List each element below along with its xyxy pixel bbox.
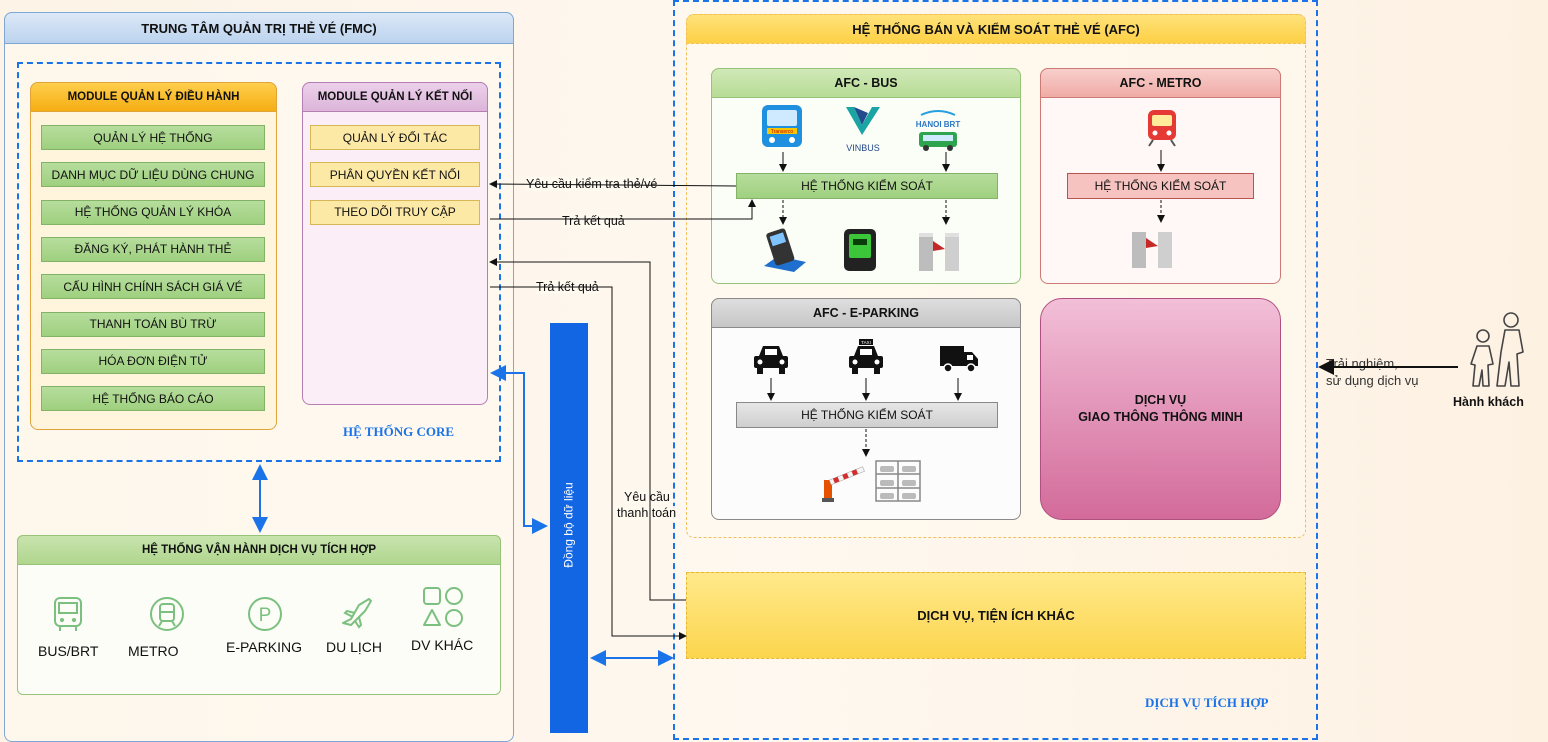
operations-item: HỆ THỐNG BÁO CÁO bbox=[41, 386, 265, 412]
data-sync-text: Đồng bộ dữ liệu bbox=[562, 482, 576, 568]
check-request-label: Yêu cầu kiểm tra thẻ/vé bbox=[526, 177, 658, 191]
afc-metro-title: AFC - METRO bbox=[1040, 68, 1281, 98]
passenger-action-line2: sử dụng dịch vụ bbox=[1326, 373, 1419, 388]
afc-parking-control-system: HỆ THỐNG KIỂM SOÁT bbox=[736, 402, 998, 428]
data-sync-label: Đồng bộ dữ liệu bbox=[550, 470, 588, 580]
transerco-bus-logo: Transerco bbox=[762, 105, 802, 147]
operations-item: THANH TOÁN BÙ TRỪ bbox=[41, 311, 265, 337]
smart-transport-line2: GIAO THÔNG THÔNG MINH bbox=[1078, 410, 1243, 424]
hanoi-brt-logo: HANOI BRT bbox=[916, 110, 961, 151]
svg-text:P: P bbox=[259, 605, 272, 626]
operations-item: ĐĂNG KÝ, PHÁT HÀNH THẺ bbox=[41, 236, 265, 262]
service-label-bus: BUS/BRT bbox=[38, 643, 99, 659]
shapes-outline-icon bbox=[423, 587, 463, 627]
result-arrow-2 bbox=[489, 258, 686, 601]
connection-item: THEO DÕI TRUY CẬP bbox=[310, 199, 480, 225]
parking-barrier-icon bbox=[822, 466, 865, 502]
svg-text:HANOI BRT: HANOI BRT bbox=[916, 120, 961, 129]
operations-item: DANH MỤC DỮ LIỆU DÙNG CHUNG bbox=[41, 162, 265, 188]
result-label-1: Trả kết quả bbox=[562, 214, 625, 228]
taxi-icon: TAXI bbox=[849, 339, 883, 374]
parking-outline-icon: P bbox=[248, 597, 282, 631]
integrated-ops-title: HỆ THỐNG VẬN HÀNH DỊCH VỤ TÍCH HỢP bbox=[17, 535, 501, 565]
connection-module-title: MODULE QUẢN LÝ KẾT NỐI bbox=[302, 82, 488, 112]
passenger-action-line1: Trải nghiệm, bbox=[1326, 356, 1398, 371]
service-label-metro: METRO bbox=[128, 643, 179, 659]
afc-bus-title: AFC - BUS bbox=[711, 68, 1021, 98]
payment-request-label-2: thanh toán bbox=[617, 506, 677, 520]
passenger-icon bbox=[1470, 312, 1524, 387]
truck-icon bbox=[940, 346, 978, 373]
afc-parking-title: AFC - E-PARKING bbox=[711, 298, 1021, 328]
smart-transport-panel: DỊCH VỤ GIAO THÔNG THÔNG MINH bbox=[1040, 298, 1281, 520]
plane-outline-icon bbox=[342, 598, 372, 629]
bus-outline-icon bbox=[54, 597, 82, 631]
service-label-travel: DU LỊCH bbox=[326, 639, 383, 655]
passenger-label: Hành khách bbox=[1453, 395, 1524, 409]
payment-request-label-1: Yêu cầu bbox=[624, 490, 670, 504]
operations-item: HỆ THỐNG QUẢN LÝ KHÓA bbox=[41, 199, 265, 225]
afc-title: HỆ THỐNG BÁN VÀ KIỂM SOÁT THẺ VÉ (AFC) bbox=[686, 14, 1306, 44]
fmc-title: TRUNG TÂM QUẢN TRỊ THẺ VÉ (FMC) bbox=[4, 12, 514, 44]
vinbus-logo: VINBUS bbox=[846, 107, 880, 153]
service-label-parking: E-PARKING bbox=[226, 639, 302, 655]
svg-text:VINBUS: VINBUS bbox=[846, 143, 880, 153]
connection-item: PHÂN QUYỀN KẾT NỐI bbox=[310, 162, 480, 188]
operations-item: HÓA ĐƠN ĐIỆN TỬ bbox=[41, 348, 265, 374]
parking-garage-icon bbox=[875, 460, 921, 502]
car-icon bbox=[754, 346, 788, 374]
card-reader-icon bbox=[844, 229, 876, 271]
metro-outline-icon bbox=[150, 597, 184, 631]
operations-module-title: MODULE QUẢN LÝ ĐIỀU HÀNH bbox=[30, 82, 277, 112]
result-label-2: Trả kết quả bbox=[536, 280, 599, 294]
connection-item: QUẢN LÝ ĐỐI TÁC bbox=[310, 125, 480, 150]
core-system-label: HỆ THỐNG CORE bbox=[343, 424, 455, 439]
payment-request-arrow bbox=[490, 286, 687, 640]
integrated-services-label: DỊCH VỤ TÍCH HỢP bbox=[1145, 695, 1269, 710]
afc-bus-control-system: HỆ THỐNG KIỂM SOÁT bbox=[736, 173, 998, 199]
service-label-other: DV KHÁC bbox=[411, 637, 474, 653]
smart-transport-line1: DỊCH VỤ bbox=[1134, 393, 1187, 407]
afc-metro-control-system: HỆ THỐNG KIỂM SOÁT bbox=[1067, 173, 1254, 199]
operations-item: QUẢN LÝ HỆ THỐNG bbox=[41, 125, 265, 150]
metro-train-icon bbox=[1148, 110, 1176, 147]
svg-text:Transerco: Transerco bbox=[771, 129, 794, 135]
svg-text:TAXI: TAXI bbox=[861, 340, 871, 345]
metro-turnstile-icon bbox=[1132, 232, 1172, 268]
turnstile-icon bbox=[919, 233, 959, 271]
operations-item: CẤU HÌNH CHÍNH SÁCH GIÁ VÉ bbox=[41, 274, 265, 300]
other-services-panel: DỊCH VỤ, TIỆN ÍCH KHÁC bbox=[686, 572, 1306, 659]
pos-terminal-icon bbox=[764, 228, 806, 272]
